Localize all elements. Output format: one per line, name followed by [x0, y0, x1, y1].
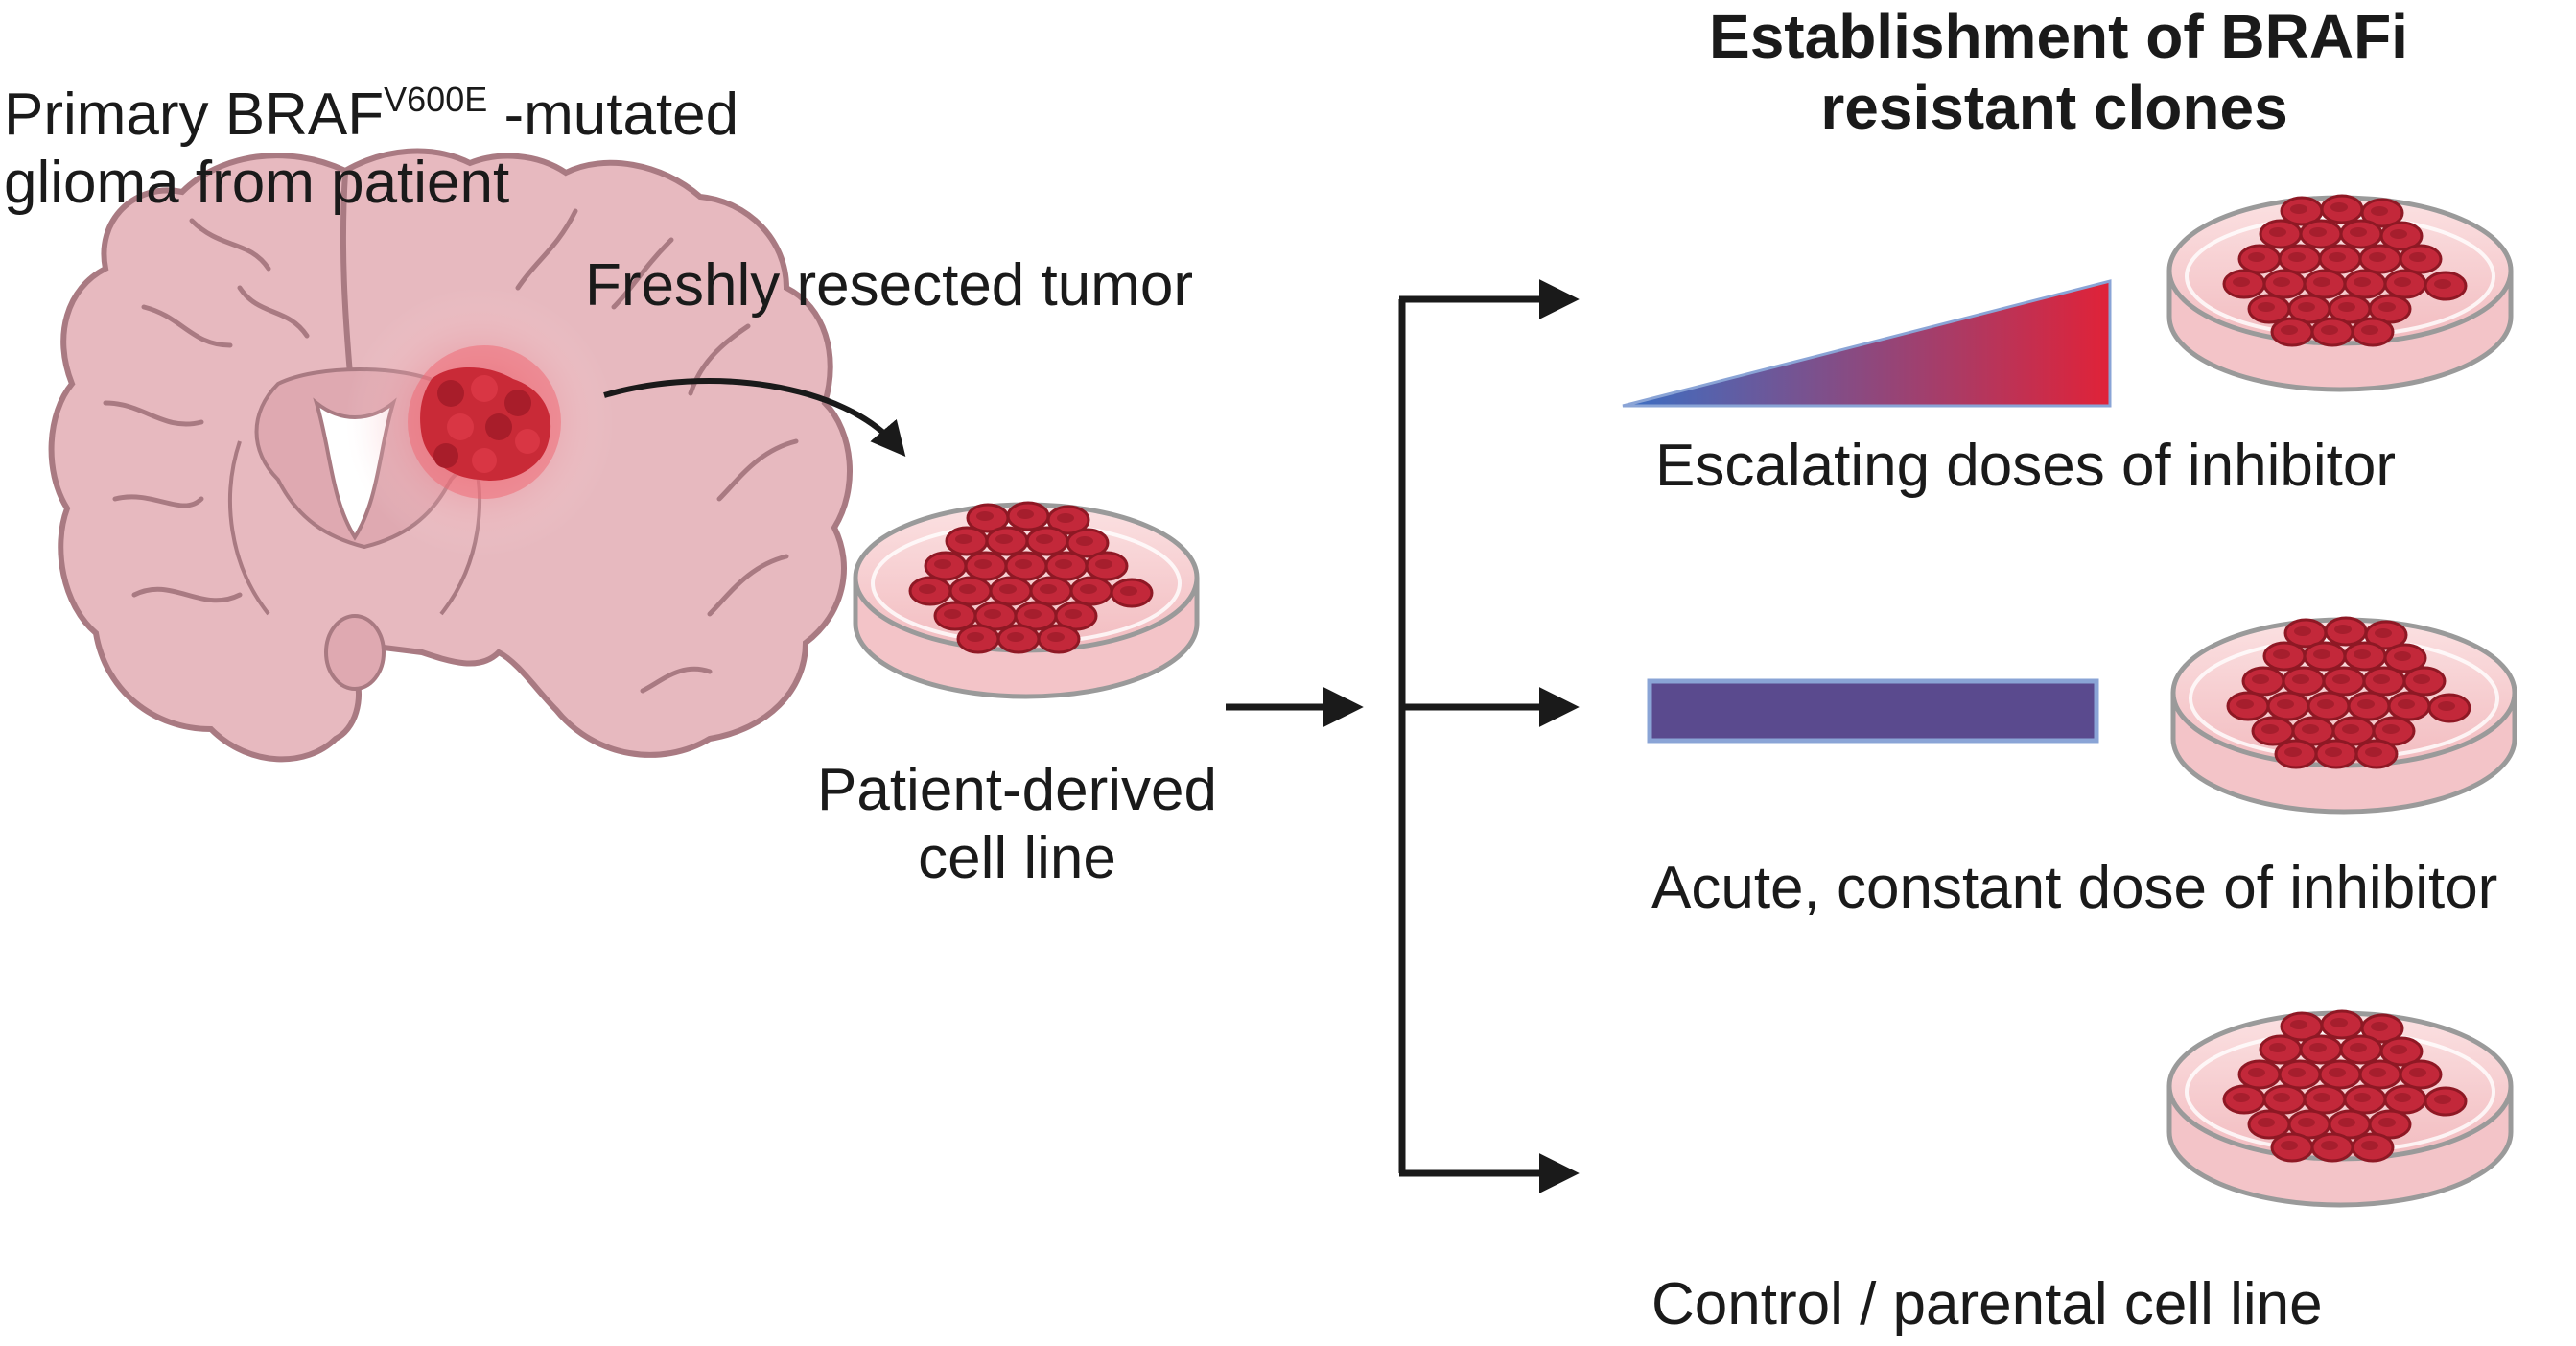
dose-bar-icon	[1647, 678, 2099, 744]
branch-label-acute: Acute, constant dose of inhibitor	[1651, 855, 2498, 921]
branch-label-escalating: Escalating doses of inhibitor	[1655, 433, 2397, 499]
tumor-icon	[345, 288, 614, 556]
petri-dish-icon	[855, 503, 1197, 697]
petri-dish-icon	[2173, 618, 2515, 812]
source-label: Primary BRAFV600E -mutated glioma from p…	[4, 80, 739, 217]
petri-dish-icon	[2169, 196, 2511, 390]
branch-bracket	[1398, 279, 1580, 1193]
cell-line-label: Patient-derived cell line	[817, 757, 1218, 892]
mutation-superscript: V600E	[384, 80, 488, 119]
dose-ramp-icon	[1622, 279, 2112, 408]
resection-arrow	[603, 378, 906, 457]
section-header: Establishment of BRAFi resistant clones	[1709, 2, 2408, 142]
resection-label: Freshly resected tumor	[585, 252, 1193, 319]
branch-label-control: Control / parental cell line	[1651, 1271, 2323, 1337]
petri-dish-icon	[2169, 1011, 2511, 1205]
